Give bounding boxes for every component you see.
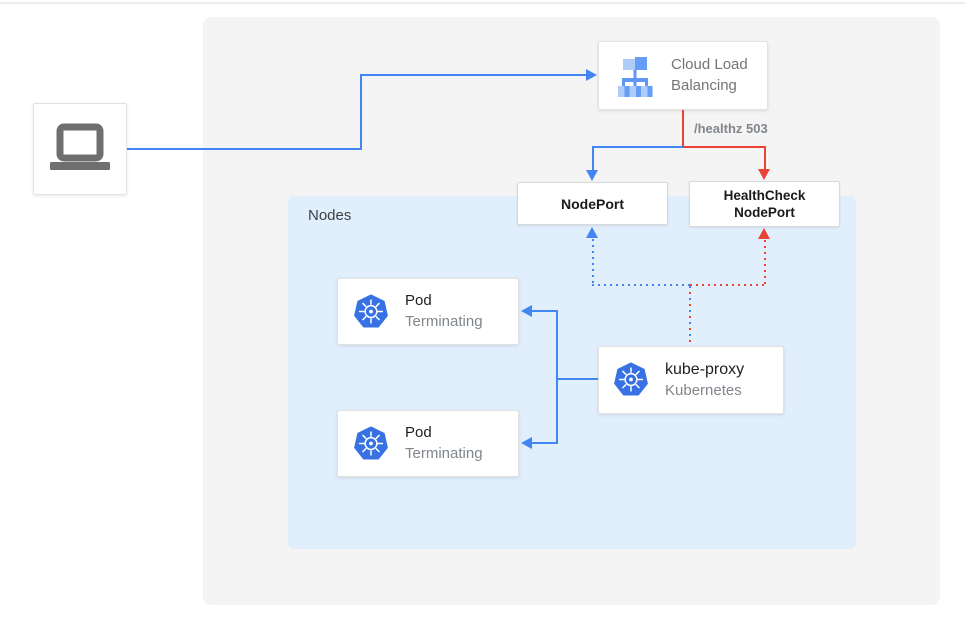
cloud-load-balancing-box: Cloud Load Balancing <box>598 41 768 110</box>
kubeproxy-to-nodeport-dotted-v <box>592 239 594 285</box>
pod-title: Pod <box>405 292 432 310</box>
pod-title: Pod <box>405 424 432 442</box>
branch-blue-line-v <box>592 146 594 171</box>
kubeproxy-to-nodeport-dotted-h <box>592 284 690 286</box>
pod-status: Terminating <box>405 312 483 330</box>
arrowhead-into-nodeport <box>586 170 598 181</box>
nodeport-box: NodePort <box>517 182 668 225</box>
branch-red-line-v <box>764 146 766 170</box>
kube-proxy-box: kube-proxy Kubernetes <box>598 346 784 414</box>
client-device-box <box>33 103 127 195</box>
arrowhead-into-clb <box>586 69 597 81</box>
healthcheck-nodeport-label-line1: HealthCheck <box>723 187 806 203</box>
kube-proxy-title: kube-proxy <box>665 361 745 379</box>
cloud-load-balancer-icon <box>618 56 653 97</box>
kubernetes-icon <box>354 425 388 459</box>
kube-proxy-subtitle: Kubernetes <box>665 381 742 399</box>
healthz-status-label: /healthz 503 <box>694 121 768 136</box>
arrowhead-into-healthcheck-nodeport <box>758 169 770 180</box>
healthcheck-nodeport-box: HealthCheck NodePort <box>689 181 840 227</box>
branch-blue-line-h <box>592 146 683 148</box>
pod-box-1: Pod Terminating <box>337 278 519 345</box>
clb-healthz-line-v <box>682 110 684 148</box>
laptop-icon <box>50 123 110 170</box>
kubeproxy-to-pods-line-h <box>557 378 598 380</box>
client-to-clb-line-h1 <box>127 148 361 150</box>
arrowhead-up-to-nodeport <box>586 227 598 238</box>
client-to-clb-line-h2 <box>360 74 588 76</box>
kube-proxy-text: kube-proxy Kubernetes <box>665 359 744 401</box>
arrowhead-into-pod2 <box>521 437 532 449</box>
kubeproxy-to-healthcheck-dotted-v <box>764 240 766 284</box>
line-to-pod2-h <box>532 442 557 444</box>
pod-text: Pod Terminating <box>405 423 483 464</box>
client-to-clb-line-v <box>360 74 362 150</box>
kubeproxy-to-healthcheck-dotted-h <box>690 284 766 286</box>
pod-status: Terminating <box>405 444 483 462</box>
arrowhead-up-to-healthcheck <box>758 228 770 239</box>
nodeport-label: NodePort <box>561 195 624 212</box>
kubeproxy-dotted-stem-v <box>689 286 691 346</box>
branch-red-line-h <box>683 146 766 148</box>
arrowhead-into-pod1 <box>521 305 532 317</box>
cloud-load-balancing-label: Cloud Load Balancing <box>671 56 748 94</box>
nodes-group-label: Nodes <box>308 207 352 224</box>
kubernetes-icon <box>614 362 648 396</box>
top-divider <box>0 2 965 4</box>
kubeproxy-to-pods-line-v <box>556 310 558 444</box>
healthcheck-nodeport-label-line2: NodePort <box>734 205 795 220</box>
kubernetes-icon <box>354 293 388 327</box>
line-to-pod1-h <box>532 310 557 312</box>
pod-text: Pod Terminating <box>405 291 483 332</box>
pod-box-2: Pod Terminating <box>337 410 519 477</box>
